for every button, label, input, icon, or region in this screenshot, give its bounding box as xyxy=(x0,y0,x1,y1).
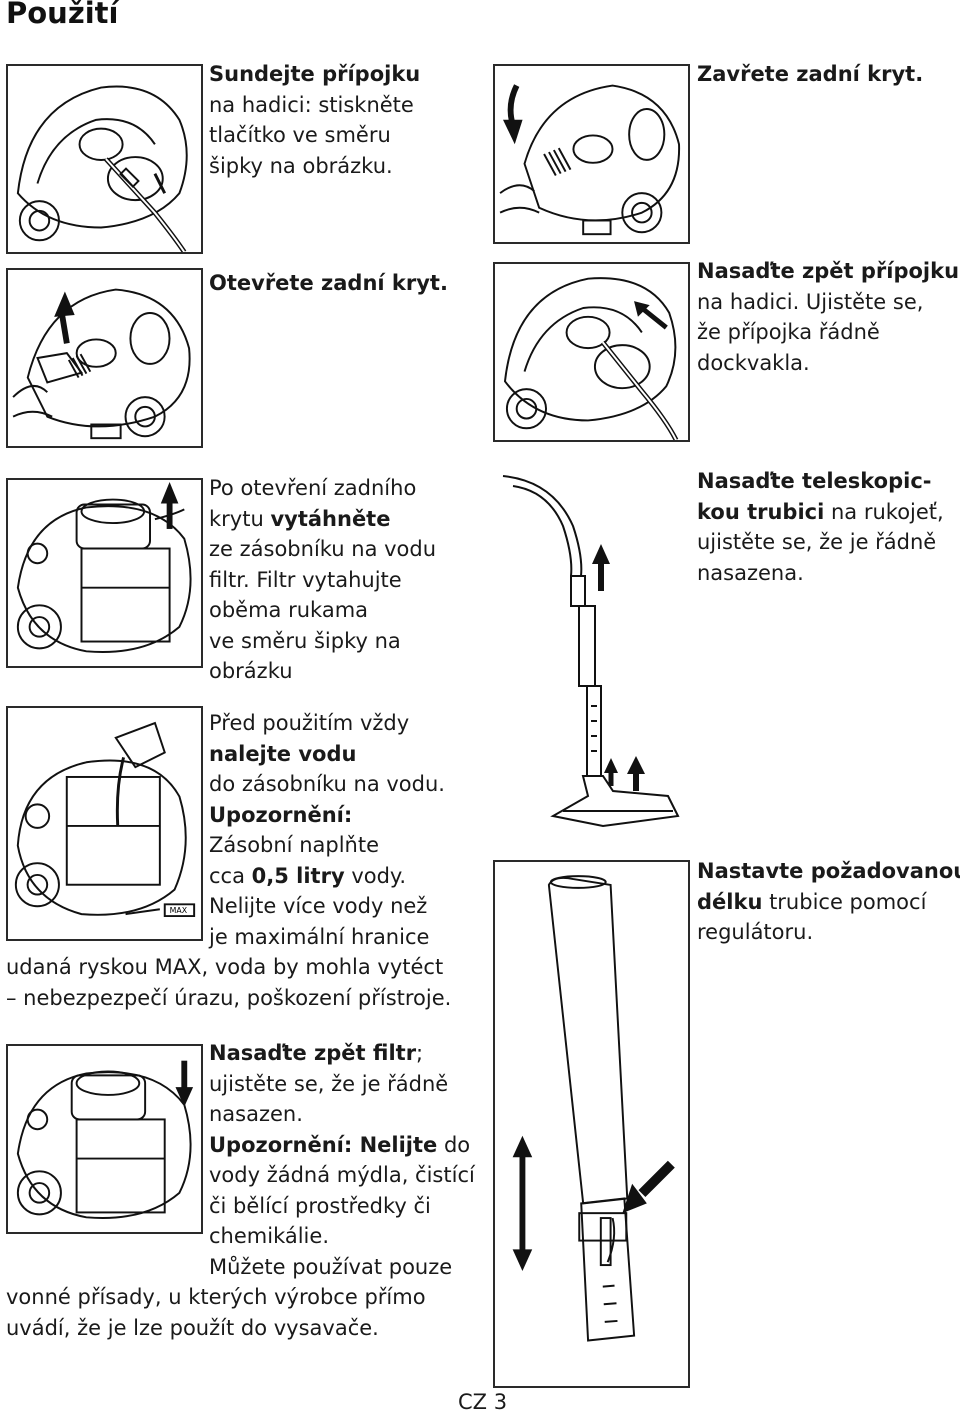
step-text: vonné přísady, u kterých výrobce přímo xyxy=(6,1285,426,1309)
step-insert-filter: Nasaďte zpět filtr; ujistěte se, že je ř… xyxy=(209,1038,475,1282)
step-adjust-length: Nastavte požadovanou délku trubice pomoc… xyxy=(697,856,960,948)
warning-label: Upozornění: xyxy=(209,802,353,827)
step-heading: Zavřete zadní kryt. xyxy=(697,62,924,86)
step-text: že přípojka řádně xyxy=(697,320,880,344)
step-text: Můžete používat pouze xyxy=(209,1254,453,1279)
step-text: uvádí, že je lze použít do vysavače. xyxy=(6,1315,379,1340)
step-heading: Nasaďte zpět filtr xyxy=(209,1041,417,1065)
step-remove-filter: Po otevření zadního krytu vytáhněte ze z… xyxy=(209,473,436,687)
step-emphasis: nalejte vodu xyxy=(209,741,357,766)
step-text: oběma rukama xyxy=(209,598,369,622)
step-reconnect-hose: Nasaďte zpět přípojku na hadici. Ujistět… xyxy=(697,256,959,378)
step-heading: Nastavte požadovanou xyxy=(697,859,960,883)
step-text: Před použitím vždy xyxy=(209,711,410,735)
step-text: filtr. Filtr vytahujte xyxy=(209,567,402,592)
step-text: vody žádná mýdla, čistící xyxy=(209,1163,475,1187)
step-text: na hadici. Ujistěte se, xyxy=(697,289,924,314)
warning-label: Upozornění: Nelijte xyxy=(209,1132,438,1157)
step-attach-tube: Nasaďte teleskopic- kou trubici na rukoj… xyxy=(697,466,944,588)
step-heading: délku xyxy=(697,889,763,914)
step-text: šipky na obrázku. xyxy=(209,153,393,178)
figure-hose-disconnect xyxy=(6,64,203,254)
step-text: regulátoru. xyxy=(697,920,814,944)
step-close-cover: Zavřete zadní kryt. xyxy=(697,59,923,90)
step-text: cca xyxy=(209,863,252,888)
step-text: do zásobníku na vodu. xyxy=(209,772,445,796)
figure-telescopic-tube xyxy=(493,466,690,846)
step-text: ze zásobníku na vodu xyxy=(209,537,437,561)
step-text: tlačítko ve směru xyxy=(209,123,391,147)
figure-reconnect-hose xyxy=(493,262,690,442)
step-heading: Otevřete zadní kryt. xyxy=(209,271,448,295)
step-text: vody. xyxy=(344,863,407,888)
step-text: krytu xyxy=(209,506,271,531)
figure-insert-filter xyxy=(6,1044,203,1234)
step-text: nasazena. xyxy=(697,560,804,585)
step-heading: Nasaďte zpět přípojku xyxy=(697,259,960,283)
step-text: je maximální hranice xyxy=(209,924,430,949)
step-emphasis: 0,5 litry xyxy=(251,863,345,888)
figure-close-cover xyxy=(493,64,690,244)
step-text: na hadici: stiskněte xyxy=(209,92,414,117)
step-text: udaná ryskou MAX, voda by mohla vytéct xyxy=(6,955,444,979)
step-fill-water: Před použitím vždy nalejte vodu do zásob… xyxy=(209,708,445,952)
figure-remove-filter xyxy=(6,478,203,668)
step-heading: kou trubici xyxy=(697,499,825,524)
max-marker: MAX xyxy=(170,906,188,915)
figure-fill-water: MAX xyxy=(6,706,203,941)
step-text: Po otevření zadního xyxy=(209,476,417,500)
step-disconnect-hose: Sundejte přípojku na hadici: stiskněte t… xyxy=(209,59,420,181)
figure-adjust-length xyxy=(493,860,690,1388)
step-text: – nebezpezpečí úrazu, poškození přístroj… xyxy=(6,985,452,1010)
step-text: Zásobní naplňte xyxy=(209,833,379,857)
step-text: ; xyxy=(416,1041,424,1065)
step-text: ujistěte se, že je řádně xyxy=(697,530,937,554)
step-text: nasazen. xyxy=(209,1102,303,1126)
step-emphasis: vytáhněte xyxy=(270,506,391,531)
step-fill-water-continued: udaná ryskou MAX, voda by mohla vytéct –… xyxy=(6,952,451,1013)
step-open-cover: Otevřete zadní kryt. xyxy=(209,268,448,299)
step-text: či bělící prostředky či xyxy=(209,1193,431,1218)
step-text: trubice pomocí xyxy=(762,889,927,914)
step-text: na rukojeť, xyxy=(824,499,944,524)
step-text: Nelijte více vody než xyxy=(209,894,428,918)
step-text: do xyxy=(437,1132,471,1157)
vacuum-illustration xyxy=(16,85,188,252)
step-insert-filter-continued: vonné přísady, u kterých výrobce přímo u… xyxy=(6,1282,426,1343)
step-heading: Nasaďte teleskopic- xyxy=(697,469,932,493)
step-text: ve směru šipky na xyxy=(209,628,401,653)
step-text: ujistěte se, že je řádně xyxy=(209,1071,449,1096)
step-heading: Sundejte přípojku xyxy=(209,62,421,86)
page-title: Použití xyxy=(6,0,119,30)
step-text: chemikálie. xyxy=(209,1224,329,1248)
step-text: dockvakla. xyxy=(697,350,810,375)
page-number: CZ 3 xyxy=(458,1390,508,1414)
figure-open-cover xyxy=(6,268,203,448)
step-text: obrázku xyxy=(209,659,293,683)
